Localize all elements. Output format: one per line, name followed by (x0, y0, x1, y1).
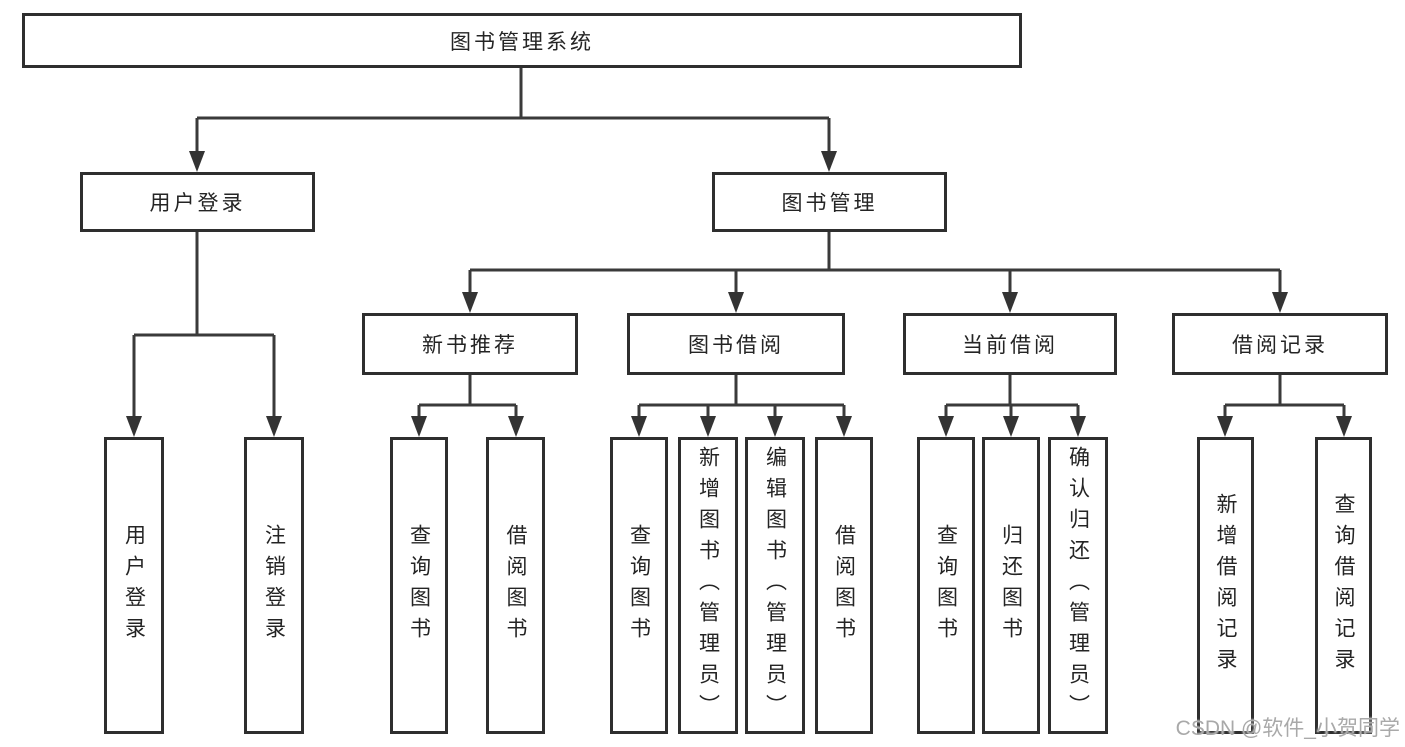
leaf-query-borrow-record: 查询借阅记录 (1315, 437, 1372, 734)
arrowhead-leaf-user-login (126, 416, 142, 437)
arrowhead-leaf-return-book (1003, 416, 1019, 437)
arrowhead-user-login-branch (189, 151, 205, 172)
arrowhead-book-borrowing (728, 292, 744, 313)
node-root-label: 图书管理系统 (450, 30, 594, 54)
leaf-user-login: 用户登录 (104, 437, 164, 734)
node-branch-user-login-label: 用户登录 (149, 192, 246, 215)
node-new-book-recommend: 新书推荐 (362, 313, 578, 375)
leaf-return-book: 归还图书 (982, 437, 1040, 734)
node-borrowing-records: 借阅记录 (1172, 313, 1388, 375)
connector-current-borrowing (944, 375, 1080, 419)
connector-user-login (132, 232, 276, 419)
arrowhead-leaf-logout (266, 416, 282, 437)
arrowhead-leaf-borrow-books-2 (836, 416, 852, 437)
arrowhead-leaf-query-borrow-record (1336, 416, 1352, 437)
leaf-add-book: 新增图书（管理员） (678, 437, 738, 734)
leaf-logout-label: 注销登录 (262, 523, 286, 648)
arrowhead-leaf-borrow-books-1 (508, 416, 524, 437)
arrowhead-leaf-add-borrow-record (1217, 416, 1233, 437)
connector-book-borrowing (637, 375, 846, 419)
arrowhead-borrowing-records (1272, 292, 1288, 313)
leaf-user-login-label: 用户登录 (122, 523, 146, 648)
connector-borrowing-records (1223, 375, 1346, 419)
node-borrowing-records-label: 借阅记录 (1232, 334, 1328, 357)
leaf-confirm-return: 确认归还（管理员） (1048, 437, 1108, 734)
leaf-query-books-1: 查询图书 (390, 437, 448, 734)
leaf-query-borrow-record-label: 查询借阅记录 (1332, 492, 1355, 679)
leaf-borrow-books-1-label: 借阅图书 (504, 523, 527, 648)
node-branch-user-login: 用户登录 (80, 172, 315, 232)
leaf-edit-book-label: 编辑图书（管理员） (763, 446, 787, 725)
arrowhead-leaf-query-books-3 (938, 416, 954, 437)
leaf-borrow-books-2-label: 借阅图书 (832, 523, 856, 648)
node-branch-book-management-label: 图书管理 (781, 192, 878, 215)
arrowhead-leaf-confirm-return (1070, 416, 1086, 437)
node-root: 图书管理系统 (22, 13, 1022, 68)
arrowhead-leaf-add-book (700, 416, 716, 437)
leaf-query-books-3-label: 查询图书 (934, 523, 958, 648)
connector-book-management (468, 232, 1282, 295)
connector-new-book-recommend (417, 375, 518, 419)
arrowhead-leaf-query-books-2 (631, 416, 647, 437)
node-book-borrowing-label: 图书借阅 (688, 334, 784, 357)
node-new-book-recommend-label: 新书推荐 (422, 334, 518, 357)
leaf-return-book-label: 归还图书 (999, 523, 1023, 648)
watermark-text: CSDN @软件_小贺同学 (1175, 717, 1400, 740)
leaf-add-borrow-record-label: 新增借阅记录 (1214, 492, 1237, 679)
leaf-add-borrow-record: 新增借阅记录 (1197, 437, 1254, 734)
leaf-add-book-label: 新增图书（管理员） (696, 446, 720, 725)
leaf-query-books-2-label: 查询图书 (627, 523, 651, 648)
connector-root (195, 68, 831, 154)
leaf-borrow-books-2: 借阅图书 (815, 437, 873, 734)
arrowhead-leaf-edit-book (767, 416, 783, 437)
node-branch-book-management: 图书管理 (712, 172, 947, 232)
arrowhead-book-management-branch (821, 151, 837, 172)
node-current-borrowing-label: 当前借阅 (962, 334, 1058, 357)
leaf-query-books-3: 查询图书 (917, 437, 975, 734)
leaf-confirm-return-label: 确认归还（管理员） (1066, 446, 1090, 725)
node-book-borrowing: 图书借阅 (627, 313, 845, 375)
leaf-query-books-1-label: 查询图书 (407, 523, 431, 648)
arrowhead-current-borrowing (1002, 292, 1018, 313)
arrowhead-new-book-recommend (462, 292, 478, 313)
leaf-query-books-2: 查询图书 (610, 437, 668, 734)
node-current-borrowing: 当前借阅 (903, 313, 1117, 375)
arrowhead-leaf-query-books-1 (411, 416, 427, 437)
leaf-edit-book: 编辑图书（管理员） (745, 437, 805, 734)
leaf-logout: 注销登录 (244, 437, 304, 734)
leaf-borrow-books-1: 借阅图书 (486, 437, 545, 734)
